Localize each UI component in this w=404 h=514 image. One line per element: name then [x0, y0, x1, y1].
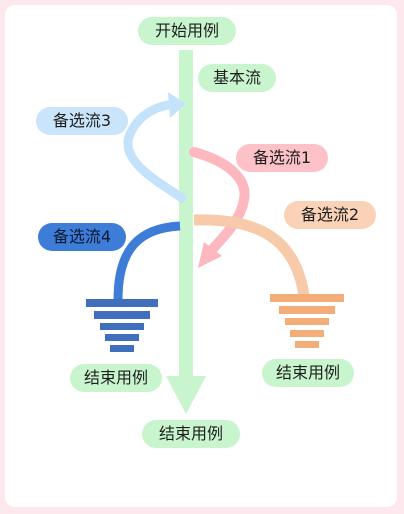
right-end-bar	[279, 306, 335, 314]
alt-flow-1-label: 备选流1	[236, 144, 328, 172]
end-use-case-left-label: 结束用例	[70, 364, 162, 392]
basic-flow-label: 基本流	[198, 64, 276, 92]
alt-flow-3-label: 备选流3	[36, 107, 128, 135]
right-end-bar	[285, 318, 329, 325]
right-end-bar	[270, 294, 344, 302]
alt-flow-1-path	[189, 147, 250, 257]
end-use-case-main-label: 结束用例	[142, 420, 240, 448]
left-end-bar	[110, 345, 134, 352]
right-end-bar	[290, 330, 324, 337]
left-end-bar	[100, 323, 144, 330]
right-end-marker	[270, 294, 344, 348]
basic-flow-arrowhead	[166, 376, 206, 414]
left-end-marker	[86, 299, 158, 352]
left-end-bar	[94, 311, 150, 319]
left-end-bar	[86, 299, 158, 307]
alt-flow-3-arrowhead	[168, 92, 186, 118]
end-use-case-right-label: 结束用例	[262, 359, 354, 387]
start-use-case-label: 开始用例	[138, 17, 236, 45]
alt-flow-4-path	[113, 221, 181, 301]
alt-flow-3-arrow	[123, 92, 187, 203]
alt-flow-1-arrow	[189, 147, 250, 268]
alt-flow-2-arrow	[193, 214, 310, 297]
alt-flow-3-path	[123, 99, 187, 203]
alt-flow-4-arrow	[113, 221, 181, 301]
basic-flow-shaft	[179, 50, 193, 384]
basic-flow-arrow	[166, 50, 206, 414]
right-end-bar	[295, 341, 319, 348]
alt-flow-2-path	[193, 214, 310, 297]
left-end-bar	[105, 334, 139, 341]
alt-flow-2-label: 备选流2	[284, 201, 376, 229]
alt-flow-4-label: 备选流4	[38, 223, 126, 251]
alt-flow-1-arrowhead	[198, 242, 222, 268]
